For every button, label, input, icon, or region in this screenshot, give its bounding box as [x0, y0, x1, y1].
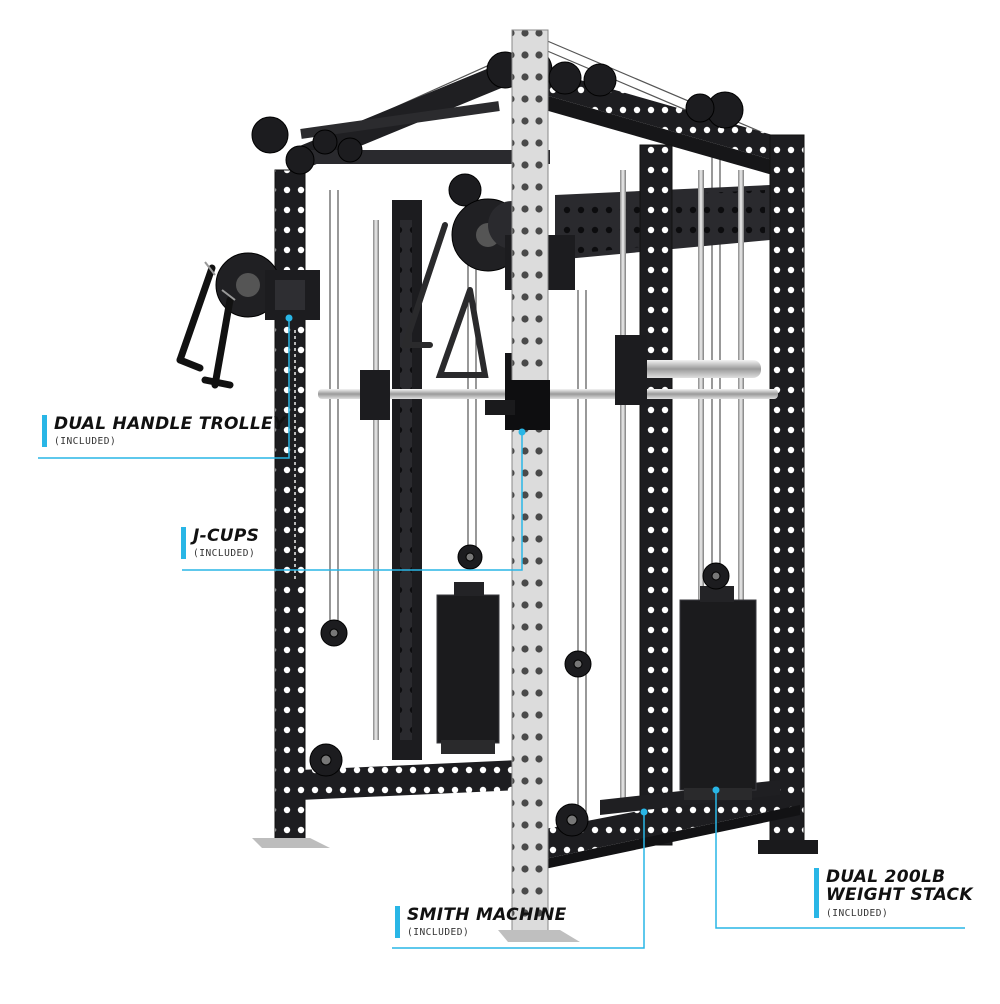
right-rear-upright [770, 135, 804, 850]
callout-dual-handle-trolley: DUAL HANDLE TROLLEY (INCLUDED) [42, 415, 292, 455]
weight-stack-left [436, 582, 500, 754]
callout-title: J-CUPS [193, 526, 260, 546]
callout-title: SMITH MACHINE [407, 905, 567, 925]
smith-rod-right [620, 170, 626, 810]
callout-accent-bar [395, 906, 400, 938]
callout-accent-bar [814, 868, 819, 918]
smith-rod-left [373, 220, 379, 740]
callout-j-cups: J-CUPS (INCLUDED) [181, 527, 301, 567]
callout-subtitle: (INCLUDED) [407, 927, 470, 938]
callout-subtitle: (INCLUDED) [54, 436, 117, 447]
right-front-upright [640, 145, 672, 845]
callout-title-line1: DUAL 200LB [826, 867, 946, 887]
callout-dual-weight-stack: DUAL 200LB WEIGHT STACK (INCLUDED) [814, 868, 994, 924]
callout-subtitle: (INCLUDED) [193, 548, 256, 559]
callout-accent-bar [42, 415, 47, 447]
callout-title-line2: WEIGHT STACK [826, 885, 973, 905]
front-silver-upright [512, 30, 548, 940]
handles-left [176, 264, 234, 389]
callout-subtitle: (INCLUDED) [826, 908, 889, 919]
callout-leaders [38, 318, 965, 949]
callout-smith-machine: SMITH MACHINE (INCLUDED) [395, 906, 575, 946]
callout-accent-bar [181, 527, 186, 559]
handles-center [400, 222, 489, 378]
callout-dots [285, 314, 720, 816]
callout-title: DUAL HANDLE TROLLEY [54, 414, 286, 434]
weight-stack-right [679, 586, 757, 800]
